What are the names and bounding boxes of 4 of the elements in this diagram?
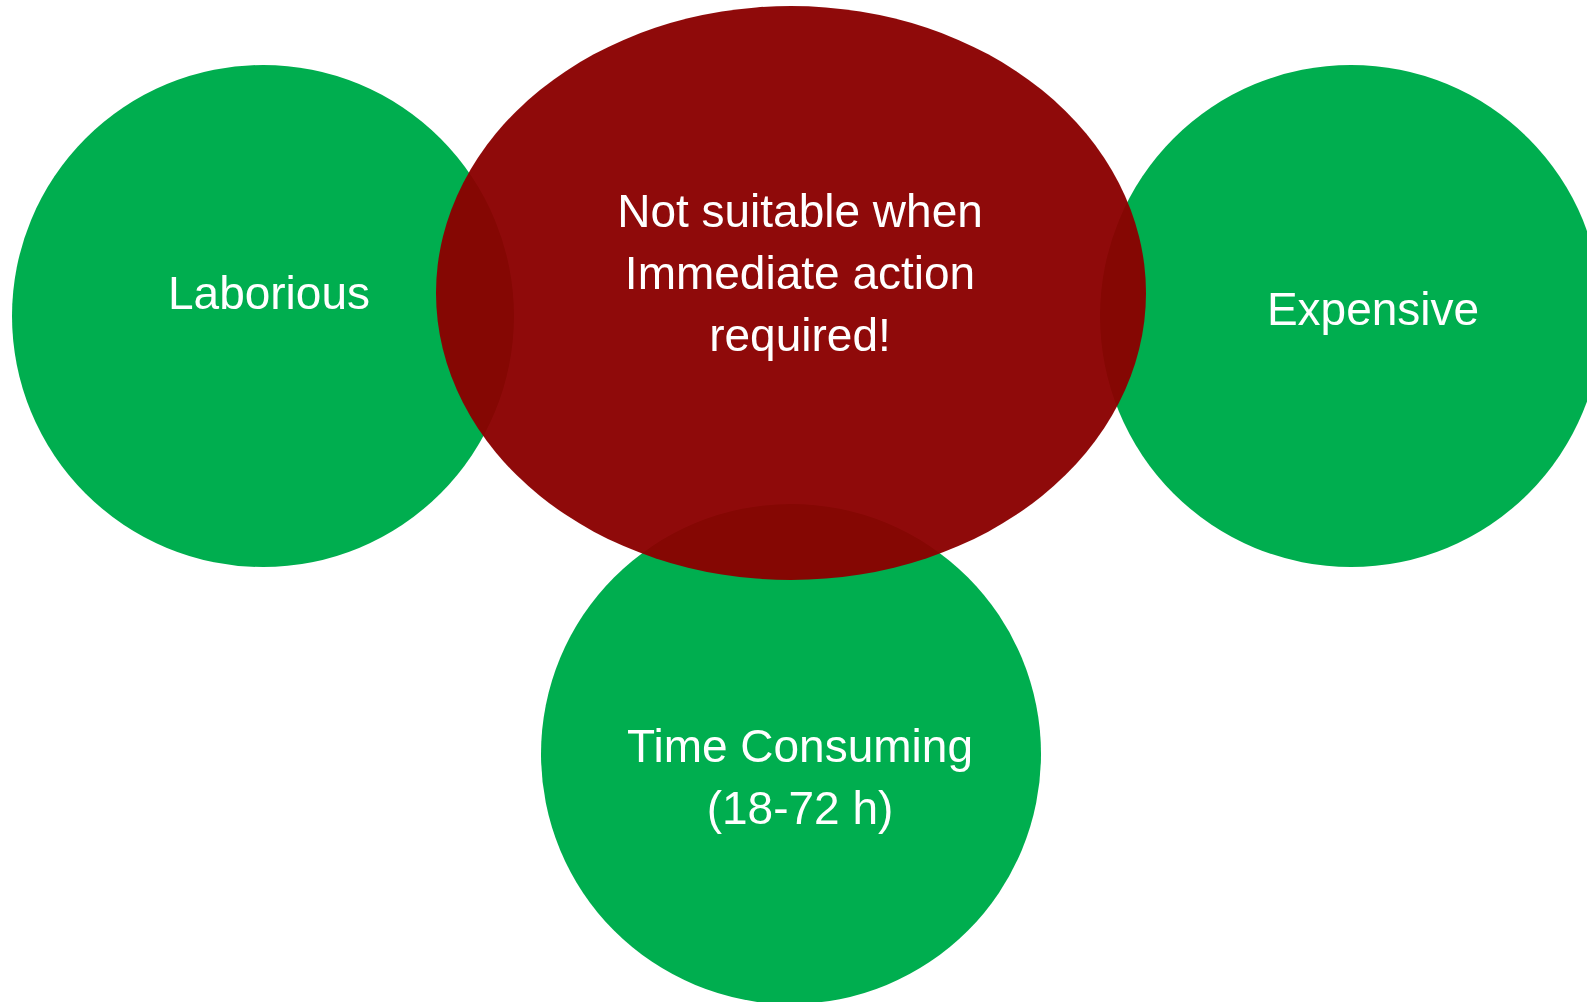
circle-label: Laborious	[166, 265, 371, 321]
circle-label: Not suitable when Immediate action required!	[616, 183, 984, 364]
circle-label: Expensive	[1265, 281, 1481, 337]
circle-label: Time Consuming (18-72 h)	[626, 718, 974, 836]
